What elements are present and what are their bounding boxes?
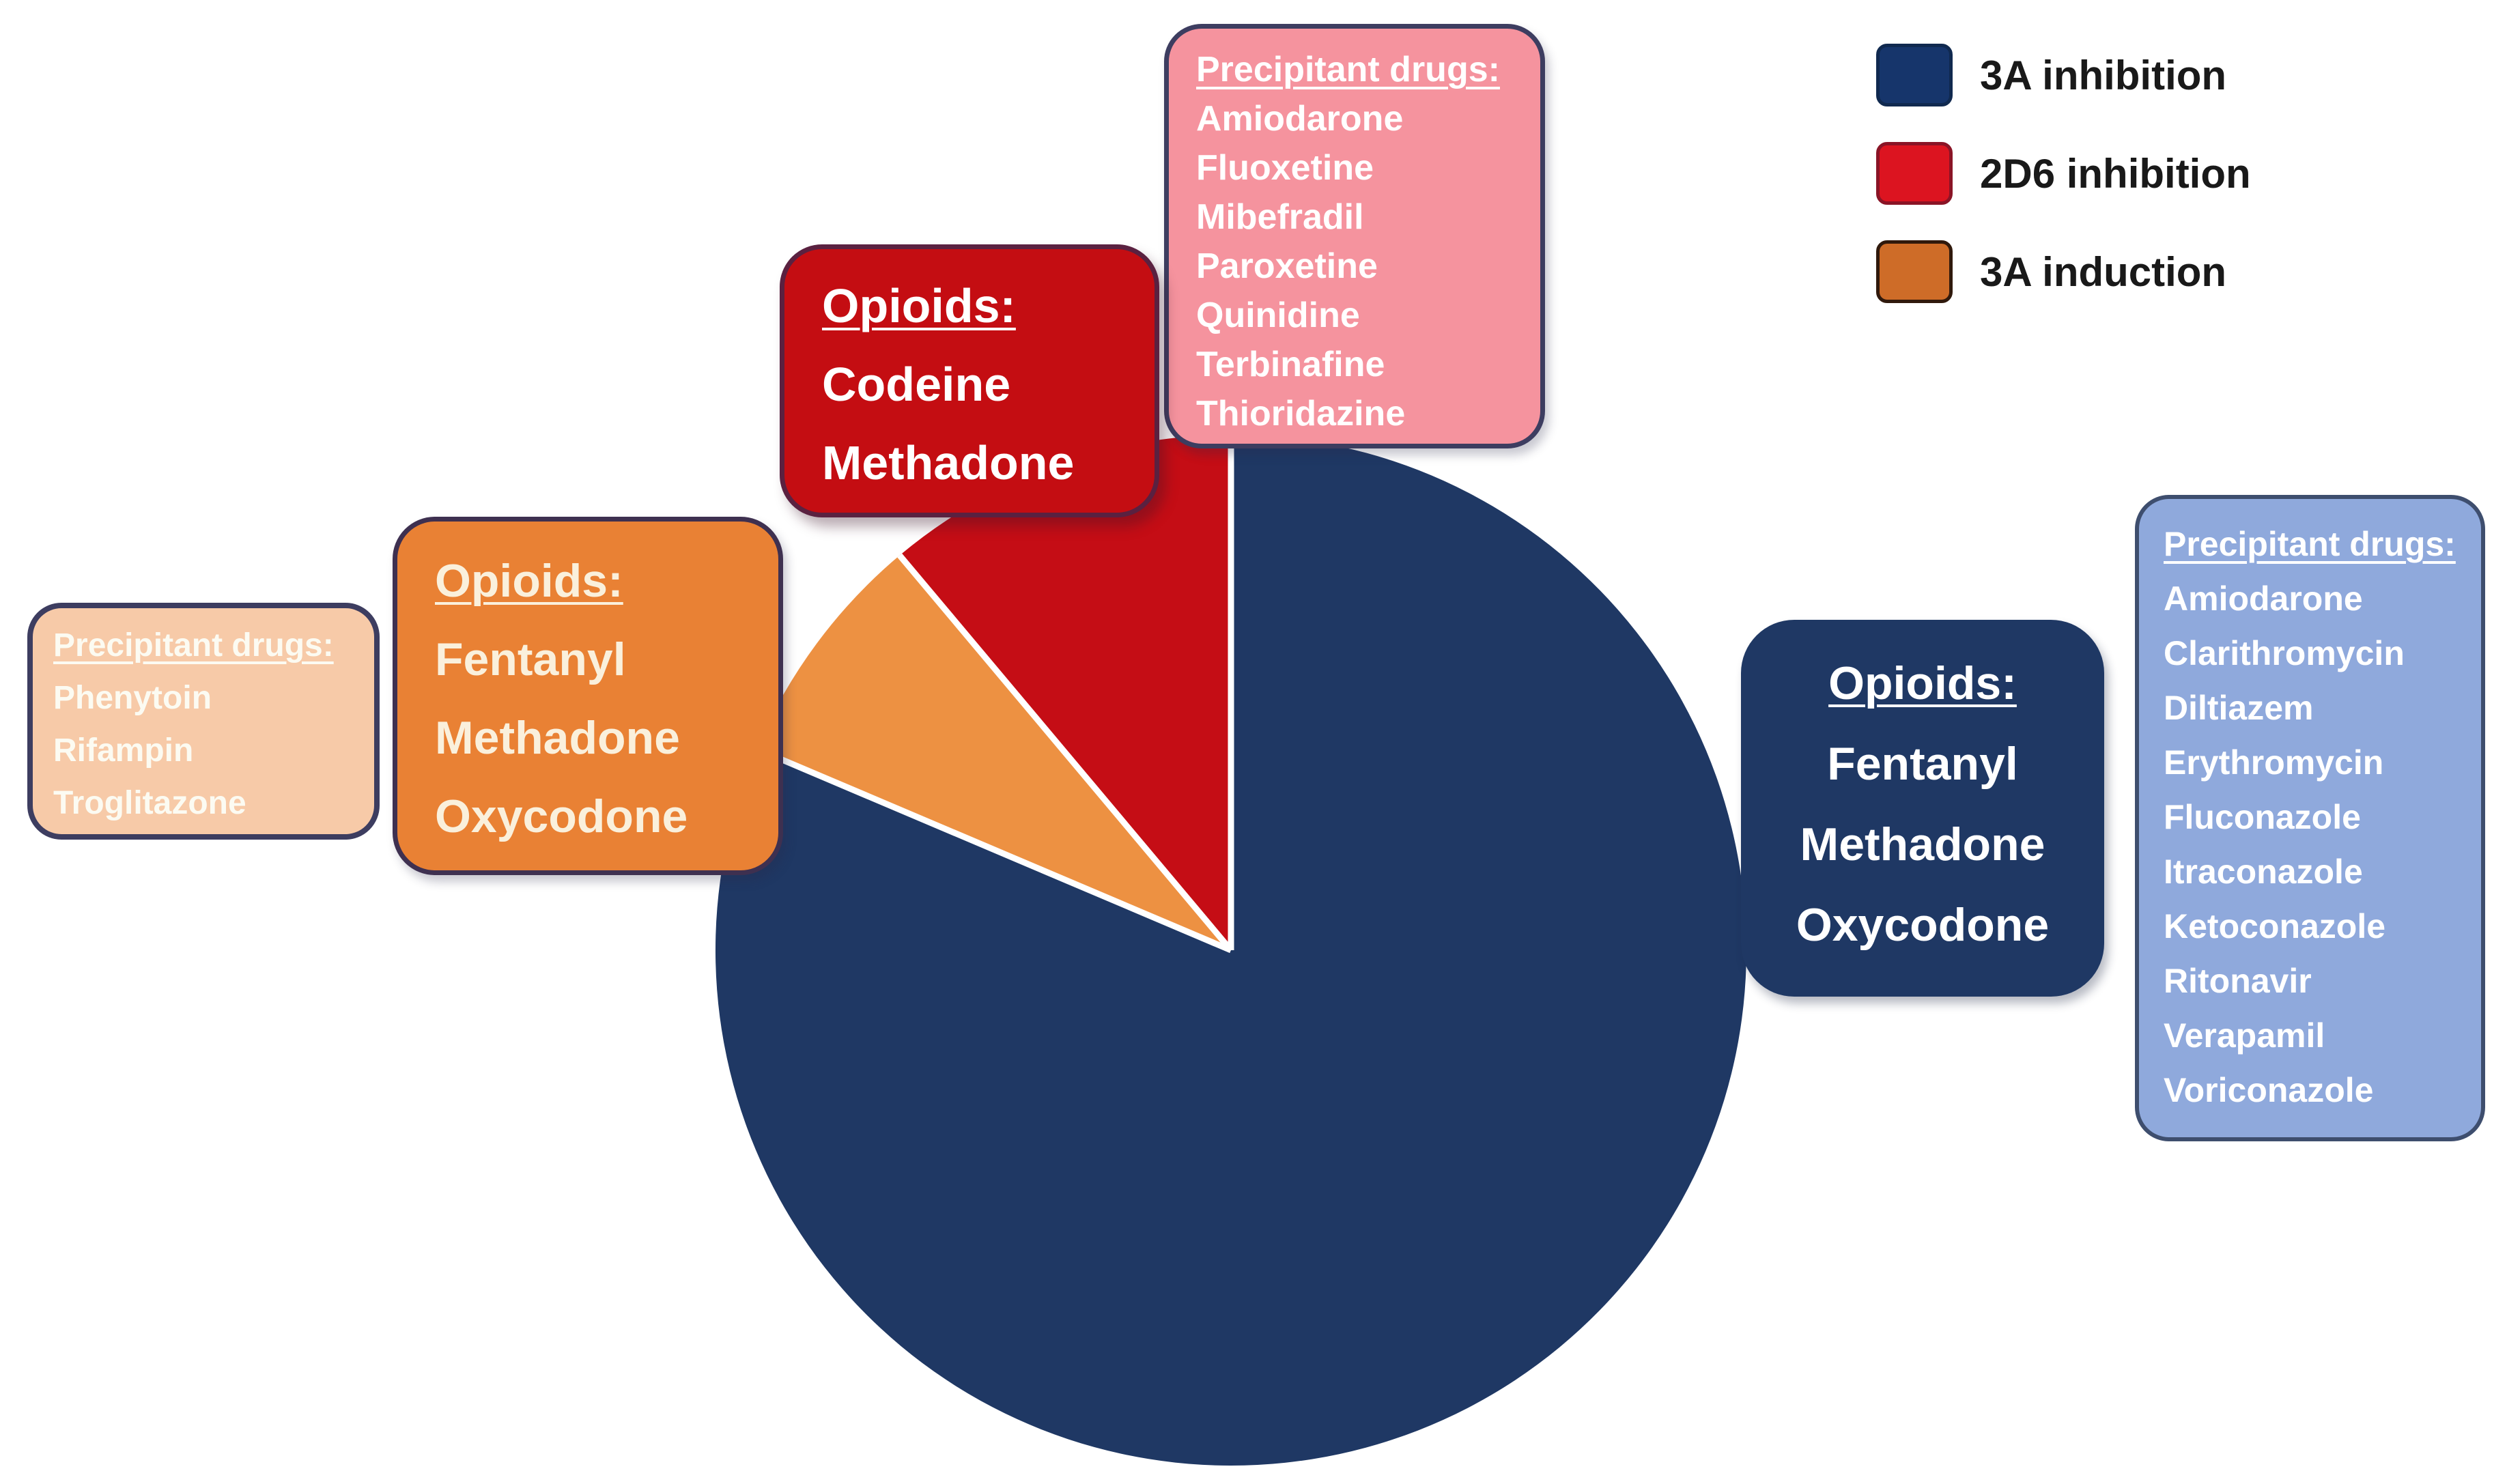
drug-item: Phenytoin: [53, 680, 212, 716]
callout-3a-induction-opioids: Opioids: Fentanyl Methadone Oxycodone: [393, 517, 783, 875]
drug-item: Methadone: [1800, 818, 2045, 870]
drug-item: Erythromycin: [2164, 743, 2384, 782]
drug-item: Itraconazole: [2164, 853, 2363, 891]
callout-header: Opioids:: [1828, 657, 2017, 709]
drug-item: Troglitazone: [53, 785, 246, 821]
drug-item: Fluconazole: [2164, 798, 2361, 836]
callout-2d6-inhibition-precipitants: Precipitant drugs: Amiodarone Fluoxetine…: [1164, 24, 1545, 448]
callout-header: Precipitant drugs:: [53, 627, 334, 663]
legend-item-3a-inhibition: 3A inhibition: [1876, 44, 2251, 106]
legend: 3A inhibition 2D6 inhibition 3A inductio…: [1876, 44, 2251, 303]
drug-item: Voriconazole: [2164, 1071, 2374, 1109]
legend-label: 3A induction: [1980, 248, 2227, 295]
callout-3a-induction-precipitants: Precipitant drugs: Phenytoin Rifampin Tr…: [27, 603, 380, 840]
drug-item: Amiodarone: [2164, 580, 2363, 618]
legend-item-2d6-inhibition: 2D6 inhibition: [1876, 142, 2251, 205]
drug-item: Methadone: [435, 712, 680, 764]
pie-slice-separator: [755, 745, 1232, 954]
drug-item: Thioridazine: [1196, 394, 1406, 433]
drug-item: Oxycodone: [435, 790, 688, 842]
callout-2d6-inhibition-opioids: Opioids: Codeine Methadone: [780, 244, 1159, 517]
drug-item: Methadone: [822, 436, 1075, 489]
drug-item: Amiodarone: [1196, 99, 1404, 139]
legend-item-3a-induction: 3A induction: [1876, 240, 2251, 303]
pie-slice-2d6-inhibition: [900, 435, 1231, 950]
callout-header: Precipitant drugs:: [1196, 50, 1500, 89]
pie-slice-separator: [897, 553, 1234, 952]
callout-header: Precipitant drugs:: [2164, 525, 2456, 563]
drug-item: Diltiazem: [2164, 689, 2314, 727]
legend-swatch-3a-inhibition: [1876, 44, 1953, 106]
drug-item: Mibefradil: [1196, 197, 1364, 237]
drug-item: Oxycodone: [1796, 899, 2050, 951]
drug-item: Ketoconazole: [2164, 907, 2386, 945]
drug-item: Clarithromycin: [2164, 634, 2405, 672]
drug-item: Codeine: [822, 358, 1011, 411]
drug-item: Paroxetine: [1196, 246, 1378, 286]
callout-header: Opioids:: [435, 555, 623, 607]
drug-item: Verapamil: [2164, 1016, 2325, 1055]
legend-swatch-3a-induction: [1876, 240, 1953, 303]
callout-header: Opioids:: [822, 279, 1016, 332]
drug-item: Quinidine: [1196, 296, 1360, 335]
callout-3a-inhibition-opioids: Opioids: Fentanyl Methadone Oxycodone: [1741, 620, 2104, 997]
drug-item: Ritonavir: [2164, 962, 2312, 1000]
callout-3a-inhibition-precipitants: Precipitant drugs: Amiodarone Clarithrom…: [2135, 495, 2485, 1141]
drug-item: Terbinafine: [1196, 345, 1385, 384]
drug-item: Rifampin: [53, 732, 194, 769]
legend-swatch-2d6-inhibition: [1876, 142, 1953, 205]
drug-item: Fentanyl: [1827, 738, 2018, 790]
drug-item: Fluoxetine: [1196, 148, 1374, 188]
pie-slice-3a-induction: [756, 555, 1231, 950]
legend-label: 3A inhibition: [1980, 52, 2227, 98]
legend-label: 2D6 inhibition: [1980, 150, 2251, 197]
drug-item: Fentanyl: [435, 633, 626, 685]
